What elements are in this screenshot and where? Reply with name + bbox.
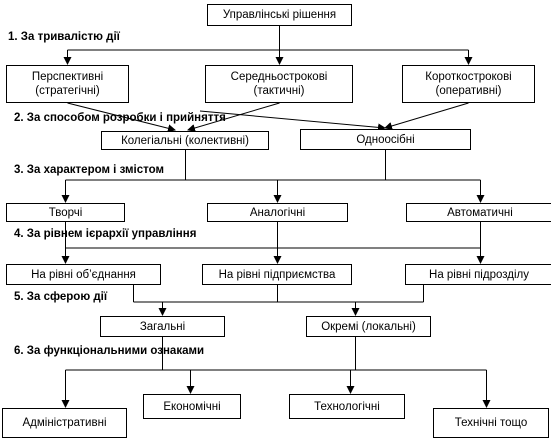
node-subdivision-level: На рівні підрозділу	[405, 264, 551, 285]
node-perspective-line2: (стратегічні)	[35, 85, 100, 97]
node-creative: Творчі	[6, 203, 125, 222]
title-label: Управлінські рішення	[222, 9, 337, 21]
title-box: Управлінські рішення	[207, 4, 352, 26]
node-individual: Одноосібні	[300, 129, 471, 150]
node-short-term: Короткострокові (оперативні)	[402, 65, 535, 103]
node-general-label: Загальні	[139, 320, 186, 333]
node-local: Окремі (локальні)	[306, 316, 431, 337]
node-technological: Технологічні	[289, 394, 405, 419]
node-general: Загальні	[100, 316, 225, 337]
heading-by-method: 2. За способом розробки і прийняття	[14, 112, 226, 124]
node-association-level: На рівні об’єднання	[6, 264, 161, 285]
node-administrative: Адміністративні	[2, 408, 127, 438]
node-collegial-label: Колегіальні (колективні)	[121, 134, 249, 147]
node-perspective: Перспективні (стратегічні)	[6, 65, 129, 103]
node-economic-label: Економічні	[163, 400, 221, 413]
node-administrative-label: Адміністративні	[22, 417, 107, 429]
node-individual-label: Одноосібні	[356, 133, 415, 146]
node-automatic-label: Автоматичні	[447, 206, 513, 219]
node-technical-label: Технічні тощо	[454, 417, 528, 429]
heading-by-hierarchy: 4. За рівнем ієрархії управління	[14, 228, 197, 240]
node-short-term-line2: (оперативні)	[435, 85, 502, 97]
node-association-level-label: На рівні об’єднання	[31, 268, 136, 281]
node-enterprise-level: На рівні підприємства	[202, 264, 352, 285]
node-enterprise-level-label: На рівні підприємства	[218, 268, 336, 281]
node-medium-term-line2: (тактичні)	[253, 85, 305, 97]
heading-by-scope: 5. За сферою дії	[14, 291, 108, 303]
node-analogical: Аналогічні	[207, 203, 348, 222]
node-collegial: Колегіальні (колективні)	[101, 131, 269, 150]
node-creative-label: Творчі	[48, 206, 83, 219]
node-local-label: Окремі (локальні)	[321, 320, 416, 333]
node-medium-term-line1: Середньострокові	[230, 71, 328, 83]
node-medium-term: Середньострокові (тактичні)	[205, 65, 353, 103]
node-subdivision-level-label: На рівні підрозділу	[429, 268, 529, 281]
node-economic: Економічні	[143, 394, 241, 419]
node-analogical-label: Аналогічні	[249, 206, 306, 219]
node-automatic: Автоматичні	[406, 203, 551, 222]
node-short-term-line1: Короткострокові	[425, 71, 512, 83]
heading-by-function: 6. За функціональними ознаками	[14, 345, 205, 357]
heading-by-duration: 1. За тривалістю дії	[8, 31, 120, 43]
heading-by-nature: 3. За характером і змістом	[14, 164, 164, 176]
node-technical: Технічні тощо	[433, 408, 549, 438]
node-technological-label: Технологічні	[314, 400, 380, 413]
node-perspective-line1: Перспективні	[31, 71, 104, 83]
